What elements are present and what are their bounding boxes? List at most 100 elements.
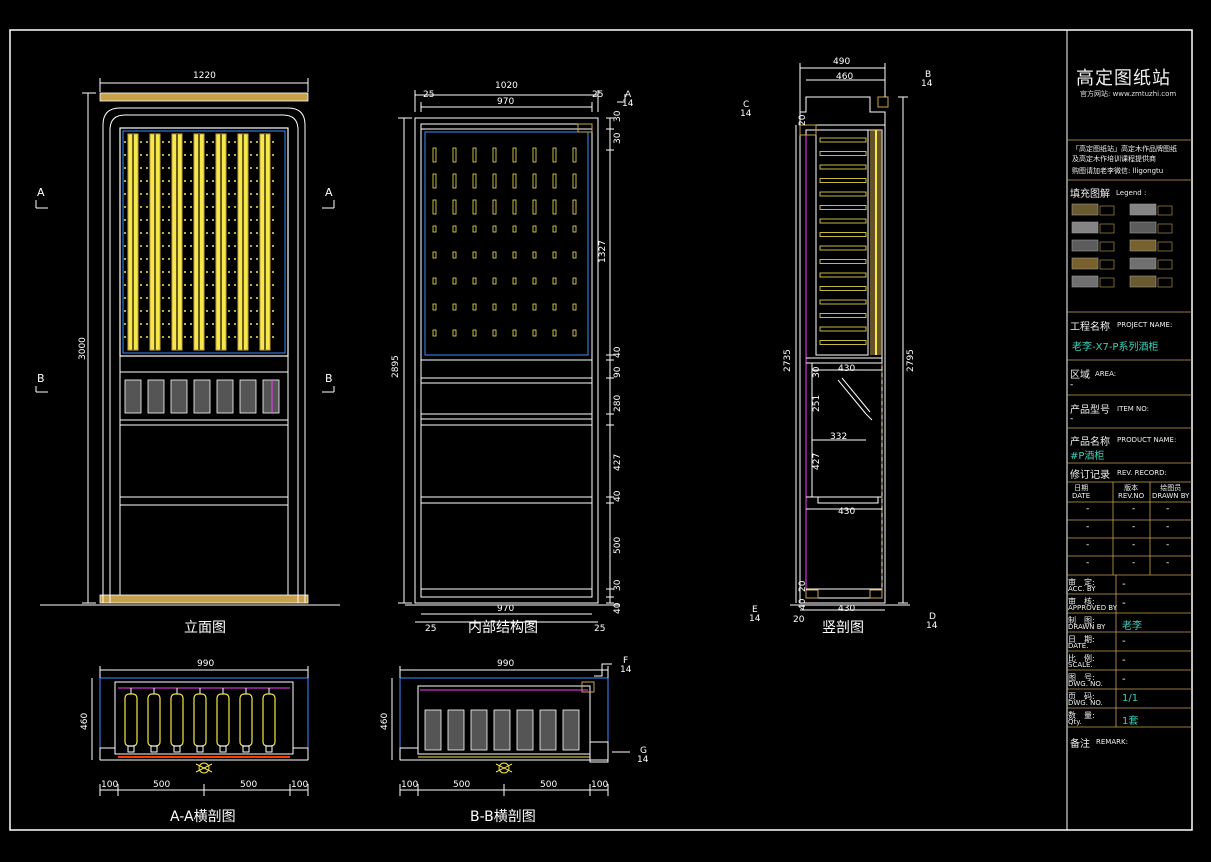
legend-swatch (1071, 239, 1099, 252)
legend-swatch (1071, 275, 1099, 288)
rack-peg (452, 329, 457, 337)
item-en: ITEM NO: (1117, 405, 1150, 413)
rack-shelf (819, 191, 867, 197)
legend-swatch (1129, 275, 1157, 288)
sec-d1: 490 (833, 57, 851, 67)
sec-d4: 332 (830, 432, 848, 442)
rack-peg (492, 329, 497, 337)
sec-h2: 2795 (906, 349, 916, 372)
aa-title: A-A横剖图 (170, 809, 236, 825)
sec-marker-e: E (752, 605, 758, 615)
project-label: 工程名称 (1070, 322, 1110, 333)
sec-d2: 460 (836, 72, 854, 82)
rack-peg (452, 173, 457, 189)
rack-peg (512, 329, 517, 337)
sec-d8: 427 (812, 452, 822, 470)
bottle-outline (170, 693, 184, 747)
int-inner-width-bottom: 970 (497, 604, 515, 614)
rack-peg (432, 277, 437, 285)
sec-d5: 430 (838, 507, 856, 517)
aa-dim-1: 500 (153, 780, 171, 790)
elev-sec-b-right: B (325, 372, 333, 385)
int-dim-3: 40 (613, 346, 623, 358)
sec-d13: 20 (793, 615, 805, 625)
rack-peg (552, 303, 557, 311)
rack-peg (492, 173, 497, 189)
rack-peg (472, 303, 477, 311)
field-value: - (1122, 579, 1126, 590)
rack-peg (572, 251, 577, 259)
rack-peg (472, 225, 477, 233)
notice-line1: 「高定图纸站」高定木作品牌图纸 (1072, 145, 1177, 153)
notice-line3: 购图请加老李微信: lligongtu (1072, 167, 1164, 175)
int-dim-0: 30 (613, 110, 623, 122)
legend-swatch (1129, 257, 1157, 270)
brand-website: 官方网站: www.zmtuzhi.com (1080, 90, 1177, 98)
rack-shelf (819, 137, 867, 143)
rack-peg (452, 147, 457, 163)
rack-peg (512, 303, 517, 311)
grille-panel (539, 709, 557, 751)
bb-dim-1: 500 (453, 780, 471, 790)
int-dim-2: 1327 (598, 240, 608, 263)
rack-peg (432, 225, 437, 233)
legend-swatch (1129, 203, 1157, 216)
rack-shelf (819, 178, 867, 183)
bb-marker-f: F (623, 656, 629, 666)
sec-h1: 2735 (783, 349, 793, 372)
rack-peg (432, 329, 437, 337)
rack-peg (532, 147, 537, 163)
rack-peg (472, 199, 477, 215)
grille-panel (147, 379, 165, 414)
rack-peg (532, 329, 537, 337)
field-value: 老李 (1122, 621, 1142, 632)
rev-cell: - (1132, 540, 1136, 550)
field-value: - (1122, 674, 1126, 685)
bottle-outline (216, 693, 230, 747)
rack-peg (492, 251, 497, 259)
rack-peg (472, 277, 477, 285)
bb-marker-g: G (640, 746, 647, 756)
rack-peg (552, 251, 557, 259)
elev-sec-b-left: B (37, 372, 45, 385)
field-label: 审 核: (1068, 597, 1095, 606)
bb-dim-0: 100 (401, 780, 419, 790)
brand-title: 高定图纸站 (1076, 68, 1171, 89)
title-block-lines (1067, 139, 1192, 728)
internal-title: 内部结构图 (468, 620, 538, 636)
int-dim-4: 90 (613, 366, 623, 378)
rack-shelf (819, 326, 867, 332)
bottle-outline (239, 693, 253, 747)
sec-marker-b: B (925, 70, 932, 80)
rack-peg (492, 277, 497, 285)
rack-peg (432, 303, 437, 311)
bb-title: B-B横剖图 (470, 809, 536, 825)
rev-col-header: 版本 REV.NO (1118, 484, 1145, 500)
grille-panel (124, 379, 142, 414)
sec-d9: 30 (812, 366, 822, 378)
field-en: DATE. (1068, 642, 1089, 650)
legend-swatch (1129, 239, 1157, 252)
elev-sec-a-left: A (37, 186, 45, 199)
legend-swatch (1071, 203, 1099, 216)
int-marker-a: A (625, 90, 632, 100)
rack-peg (572, 173, 577, 189)
field-en: DWG. NO. (1068, 680, 1103, 688)
rack-peg (552, 199, 557, 215)
sec-d10: 20 (798, 114, 808, 126)
sec-d6: 430 (838, 604, 856, 614)
legend-swatch (1071, 257, 1099, 270)
grille-panel (262, 379, 280, 414)
rack-peg (492, 303, 497, 311)
bb-marker-f-no: 14 (620, 665, 632, 675)
rev-label: 修订记录 (1070, 470, 1110, 481)
project-value: 老李-X7-P系列酒柜 (1072, 342, 1159, 353)
grille-panel (516, 709, 534, 751)
vertical-section-view (790, 63, 910, 611)
rack-shelf (819, 340, 867, 345)
int-outer-width: 1020 (495, 81, 518, 91)
project-en: PROJECT NAME: (1117, 321, 1173, 329)
rev-cell: - (1086, 522, 1090, 532)
rack-peg (432, 147, 437, 163)
grille-panel (239, 379, 257, 414)
